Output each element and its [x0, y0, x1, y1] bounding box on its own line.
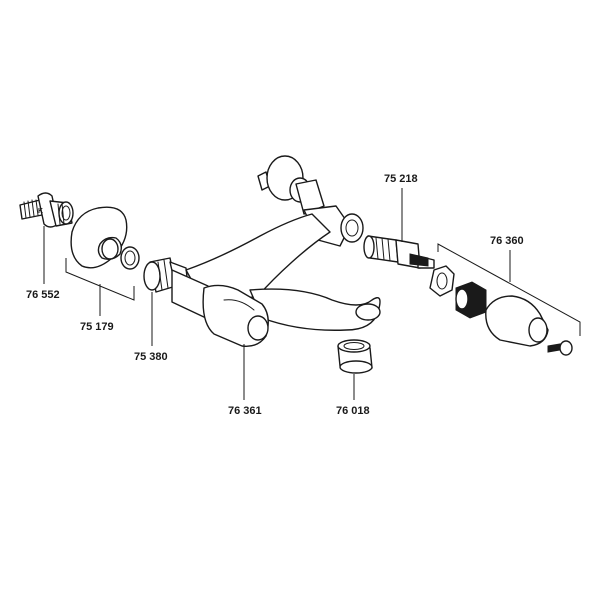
part-labels: 76 552 75 179 75 380 76 361 76 018 75 21… — [26, 173, 524, 417]
mixer-body — [171, 155, 381, 347]
headpart-cartridge-part — [363, 235, 435, 269]
label-76361: 76 361 — [228, 405, 262, 417]
label-76360: 76 360 — [490, 235, 524, 247]
label-76552: 76 552 — [26, 289, 60, 301]
eccentric-connector-part: K — [19, 192, 74, 228]
right-handle-set-part — [429, 265, 573, 356]
label-75218: 75 218 — [384, 173, 418, 185]
leader-lines — [43, 188, 581, 400]
label-75179: 75 179 — [80, 321, 114, 333]
connector-k-marking: K — [38, 208, 43, 215]
label-76018: 76 018 — [336, 405, 370, 417]
wall-flange-part — [70, 206, 140, 270]
label-75380: 75 380 — [134, 351, 168, 363]
aerator-part — [337, 339, 373, 374]
